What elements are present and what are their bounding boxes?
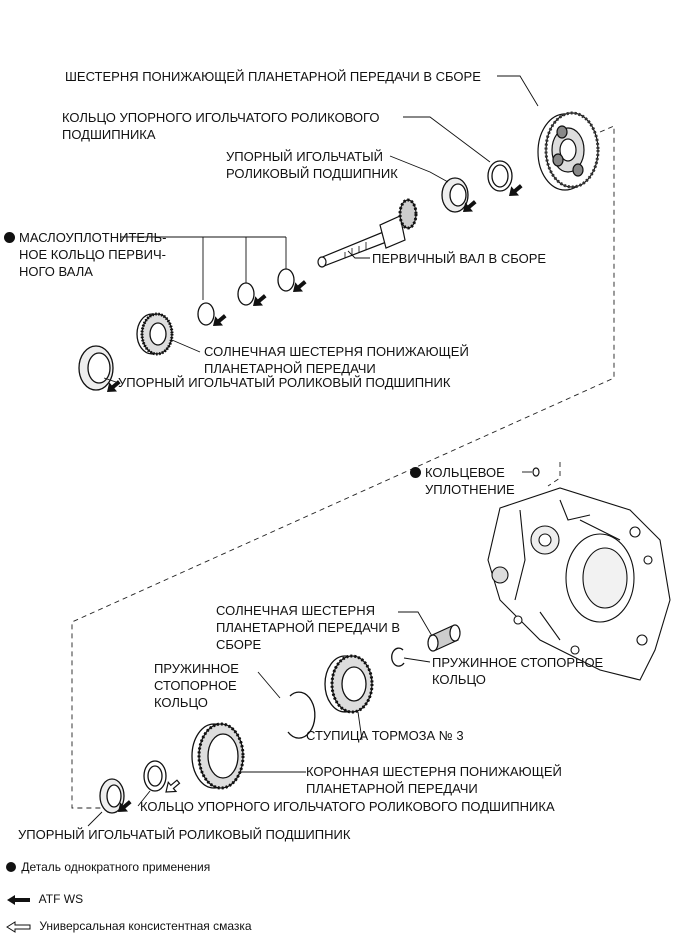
thrust-bearing-top bbox=[441, 177, 469, 213]
transaxle-case bbox=[487, 487, 671, 681]
legend-non-reusable: Деталь однократного применения bbox=[6, 859, 210, 875]
sun-gear-assembly bbox=[427, 624, 461, 652]
solid-arrow-icon bbox=[7, 894, 30, 905]
label-snap-ring-right: ПРУЖИННОЕ СТОПОРНОЕ КОЛЬЦО bbox=[432, 655, 604, 687]
label-o-ring-text: КОЛЬЦЕВОЕ УПЛОТНЕНИЕ bbox=[425, 465, 515, 497]
hollow-arrow-icon bbox=[6, 920, 31, 933]
sun-gear-reduction bbox=[136, 312, 174, 356]
legend-grease: Универсальная консистентная смазка bbox=[6, 918, 252, 934]
label-brake-hub: СТУПИЦА ТОРМОЗА № 3 bbox=[306, 728, 464, 743]
label-oil-seal-ring-text: МАСЛОУПЛОТНИТЕЛЬ- НОЕ КОЛЬЦО ПЕРВИЧ- НОГ… bbox=[19, 230, 167, 279]
label-input-shaft: ПЕРВИЧНЫЙ ВАЛ В СБОРЕ bbox=[372, 251, 547, 266]
leader-lines bbox=[87, 75, 539, 827]
thrust-bearing-bottom bbox=[99, 778, 125, 814]
label-thrust-bearing-top: УПОРНЫЙ ИГОЛЬЧАТЫЙ РОЛИКОВЫЙ ПОДШИПНИК bbox=[226, 149, 398, 181]
label-sun-gear-assy: СОЛНЕЧНАЯ ШЕСТЕРНЯ ПЛАНЕТАРНОЙ ПЕРЕДАЧИ … bbox=[216, 603, 401, 652]
legend-atf-text: ATF WS bbox=[38, 892, 84, 906]
input-shaft-assembly bbox=[317, 198, 418, 268]
thrust-bearing-mid bbox=[78, 345, 114, 391]
thrust-race-top bbox=[487, 160, 513, 192]
label-sun-gear-reduction: СОЛНЕЧНАЯ ШЕСТЕРНЯ ПОНИЖАЮЩЕЙ ПЛАНЕТАРНО… bbox=[204, 344, 469, 376]
thrust-race-bottom bbox=[143, 760, 167, 792]
label-snap-ring-left: ПРУЖИННОЕ СТОПОРНОЕ КОЛЬЦО bbox=[154, 661, 239, 710]
label-thrust-bearing-mid: УПОРНЫЙ ИГОЛЬЧАТЫЙ РОЛИКОВЫЙ ПОДШИПНИК bbox=[118, 375, 451, 390]
non-reusable-marker-icon bbox=[6, 862, 16, 872]
label-oil-seal-ring: МАСЛОУПЛОТНИТЕЛЬ- НОЕ КОЛЬЦО ПЕРВИЧ- НОГ… bbox=[4, 229, 166, 280]
label-thrust-race-bottom: КОЛЬЦО УПОРНОГО ИГОЛЬЧАТОГО РОЛИКОВОГО П… bbox=[140, 799, 555, 814]
snap-ring-right bbox=[391, 647, 405, 667]
o-ring bbox=[532, 467, 540, 477]
label-thrust-bearing-bottom: УПОРНЫЙ ИГОЛЬЧАТЫЙ РОЛИКОВЫЙ ПОДШИПНИК bbox=[18, 827, 351, 842]
non-reusable-marker-icon bbox=[410, 467, 421, 478]
legend-grease-text: Универсальная консистентная смазка bbox=[39, 919, 252, 933]
non-reusable-marker-icon bbox=[4, 232, 15, 243]
legend-atf: ATF WS bbox=[6, 891, 83, 907]
planetary-gear-assembly bbox=[537, 111, 600, 191]
label-thrust-race-top: КОЛЬЦО УПОРНОГО ИГОЛЬЧАТОГО РОЛИКОВОГО П… bbox=[62, 110, 380, 142]
legend-non-reusable-text: Деталь однократного применения bbox=[21, 860, 211, 874]
ring-gear bbox=[191, 722, 245, 790]
brake-hub-no3 bbox=[324, 654, 374, 714]
snap-ring-left bbox=[287, 691, 316, 739]
assembly-guide-lines bbox=[71, 125, 615, 809]
label-planet-gear-assy: ШЕСТЕРНЯ ПОНИЖАЮЩЕЙ ПЛАНЕТАРНОЙ ПЕРЕДАЧИ… bbox=[65, 69, 481, 84]
label-ring-gear: КОРОННАЯ ШЕСТЕРНЯ ПОНИЖАЮЩЕЙ ПЛАНЕТАРНОЙ… bbox=[306, 764, 562, 796]
label-o-ring: КОЛЬЦЕВОЕ УПЛОТНЕНИЕ bbox=[410, 464, 515, 498]
